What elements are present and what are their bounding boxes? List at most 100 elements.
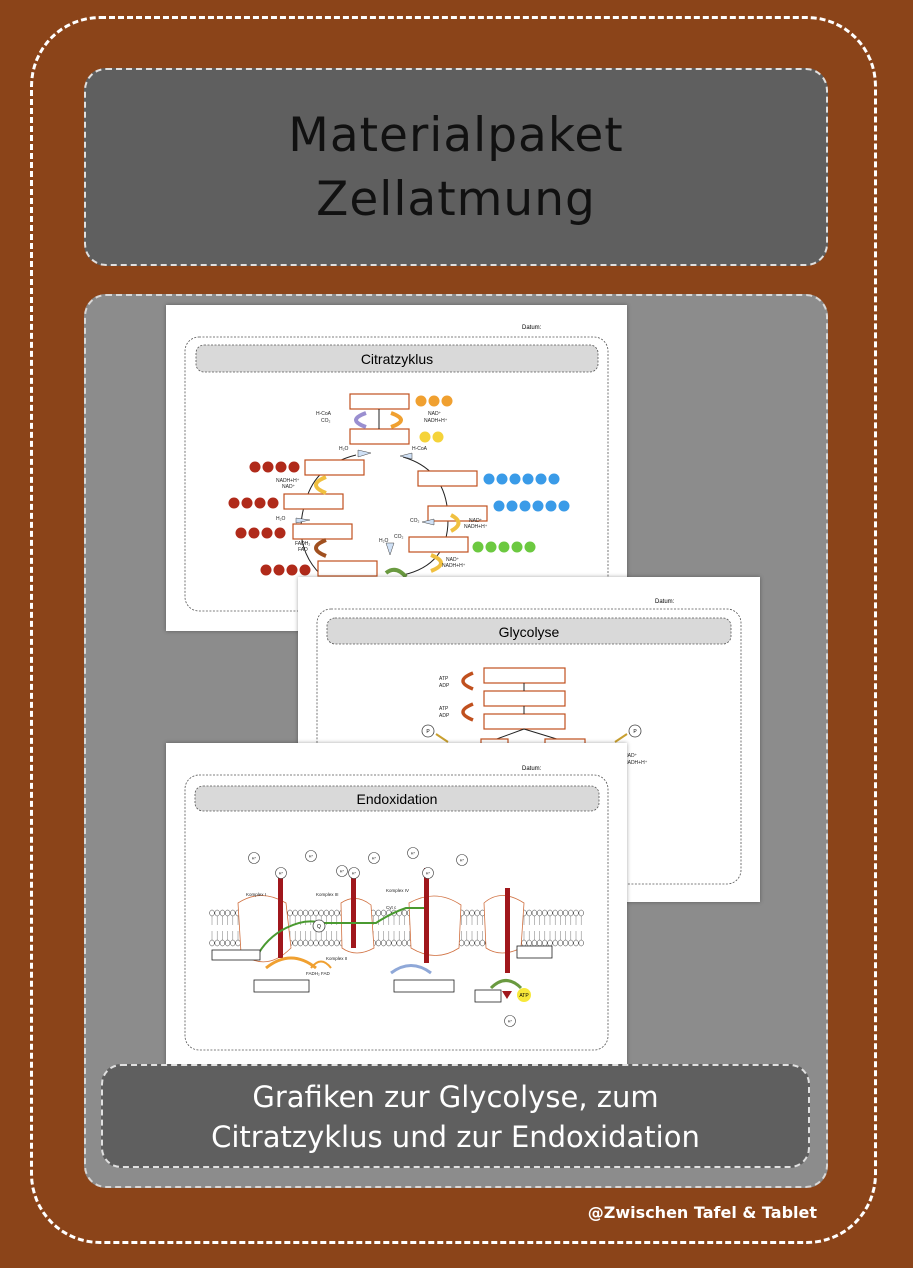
lipid-head <box>547 909 553 917</box>
lipid-head <box>302 909 309 917</box>
lipid-head <box>219 909 226 917</box>
lipid-head <box>568 909 574 917</box>
lipid-head <box>308 939 314 947</box>
arrow <box>614 733 628 743</box>
lipid-head <box>219 939 226 947</box>
lipid-head <box>308 909 314 917</box>
lipid-head <box>313 909 319 917</box>
citrate-date-label: Datum: <box>522 325 542 331</box>
lipid-head <box>292 909 298 917</box>
rotor <box>502 991 512 999</box>
subtitle-box: Grafiken zur Glycolyse, zum Citratzyklus… <box>101 1064 810 1168</box>
lipid-head <box>334 939 340 947</box>
proton-icon <box>336 865 348 877</box>
arrow <box>384 567 408 579</box>
citrate-box <box>304 459 365 476</box>
lipid-head <box>568 939 574 947</box>
label: H₂O <box>339 446 349 452</box>
lipid-head <box>297 909 304 917</box>
arrow <box>399 452 413 460</box>
citrate-box <box>349 428 410 445</box>
phosphate-icon <box>628 724 642 738</box>
label: ADP <box>439 683 450 689</box>
lipid-head <box>557 909 564 917</box>
label: CO₂ <box>394 534 404 540</box>
label: NADH+H⁺ <box>442 563 466 569</box>
electron-path <box>255 907 424 959</box>
dot-group-blue <box>493 500 570 512</box>
lipid-head <box>328 939 335 947</box>
glycolysis-date-label: Datum: <box>655 599 675 605</box>
dot-group-red <box>260 564 311 576</box>
label: FAD <box>298 547 308 553</box>
label: NAD⁺ <box>624 753 638 759</box>
label: NAD⁺ <box>469 518 483 524</box>
answer-box <box>211 949 261 961</box>
atp-synthase <box>483 895 525 954</box>
dot-group-red <box>249 461 300 473</box>
citrate-box <box>349 393 410 410</box>
label: H-CoA <box>316 411 332 417</box>
komplex-1-label: Komplex I <box>246 892 266 897</box>
komplex-2-label: Komplex II <box>326 956 347 961</box>
h2o-arrow <box>385 542 395 556</box>
ubiquinone-icon <box>312 919 326 933</box>
proton-channel <box>505 888 510 973</box>
citrate-box <box>283 493 344 510</box>
proton-channel <box>278 878 283 958</box>
lipid-head <box>458 939 465 947</box>
lipid-head <box>479 939 486 947</box>
proton-group: H⁺H⁺H⁺H⁺H⁺H⁺H⁺H⁺H⁺H⁺ <box>248 847 516 1027</box>
komplex-3-label: Komplex III <box>316 892 339 897</box>
complex-4 <box>408 895 462 956</box>
lipid-head <box>323 909 330 917</box>
lipid-head <box>547 939 553 947</box>
citrate-title: Citratzyklus <box>361 351 433 367</box>
nad-arrow <box>390 411 403 429</box>
lipid-head <box>469 939 475 947</box>
lipid-head <box>230 939 236 947</box>
endox-sheet-preview: Datum: Endoxidation ATP <box>166 743 627 1067</box>
lipid-head <box>542 909 548 917</box>
nad-arrow <box>449 513 461 533</box>
label: ATP <box>439 676 449 682</box>
lipid-head <box>536 909 543 917</box>
label: H₂O <box>276 516 286 522</box>
endox-title-bar <box>194 785 600 812</box>
label: NADH+H⁺ <box>624 760 648 766</box>
dashed-frame <box>30 16 877 1244</box>
lipid-head <box>380 909 387 917</box>
proton-icon <box>368 852 380 864</box>
lipid-head <box>552 939 558 947</box>
lipid-head <box>292 939 298 947</box>
lipid-head <box>526 939 532 947</box>
lipid-head <box>380 939 387 947</box>
atp-icon <box>517 988 531 1002</box>
lipid-head <box>386 939 392 947</box>
label: NAD⁺ <box>282 484 296 490</box>
proton-label: H⁺ <box>372 857 377 861</box>
glycolysis-outline <box>316 608 742 885</box>
lipid-head <box>224 909 231 917</box>
lipid-head <box>562 909 569 917</box>
label: NADH+H⁺ <box>464 524 488 530</box>
proton-label: H⁺ <box>411 852 416 856</box>
lipid-head <box>235 939 241 947</box>
title-line-1: Materialpaket <box>288 108 624 163</box>
label: CO₂ <box>321 418 331 424</box>
phosphate-label: P <box>633 729 637 735</box>
lipid-head <box>401 909 408 917</box>
lipid-head <box>573 939 579 947</box>
lipid-head <box>209 939 215 947</box>
atp-arrow <box>461 671 474 691</box>
proton-icon <box>305 850 317 862</box>
glycolysis-box <box>483 667 566 684</box>
label: ATP <box>439 706 449 712</box>
lipid-head <box>526 909 532 917</box>
glycolysis-box <box>483 713 566 730</box>
label: H-CoA <box>412 446 428 452</box>
fad-arrow <box>314 538 327 558</box>
glycolysis-box <box>483 690 566 707</box>
dot-group-blue <box>483 473 560 485</box>
phosphate-label: P <box>426 729 430 735</box>
